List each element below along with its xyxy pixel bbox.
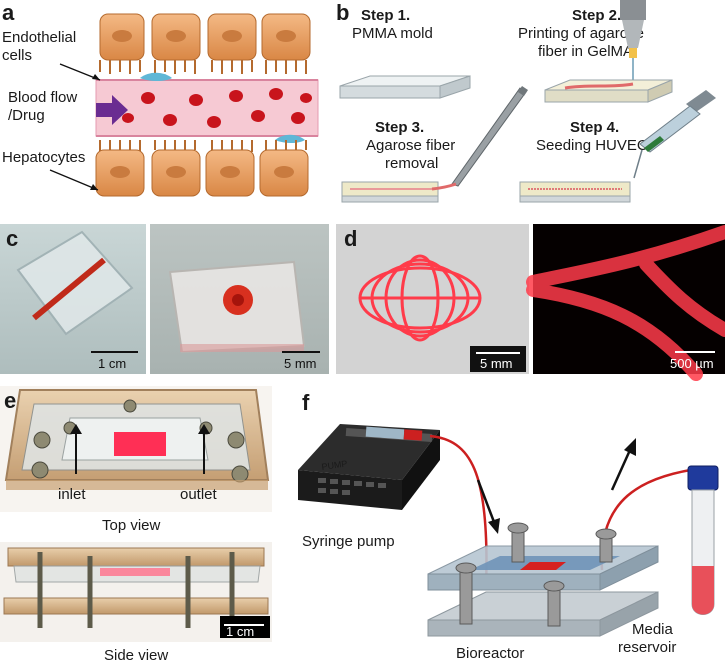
syringe-pump-label: Syringe pump: [302, 533, 395, 550]
step1-desc: PMMA mold: [352, 25, 433, 42]
step2-title: Step 2.: [572, 7, 621, 24]
device-chamber: [114, 432, 166, 456]
top-cell-layer: [99, 13, 311, 74]
red-blood-cells: [122, 88, 312, 128]
panel-d-label: d: [344, 226, 357, 251]
endothelial-line-2: cells: [2, 47, 32, 64]
tweezers-icon: [451, 86, 528, 187]
gelma-mold: [544, 79, 673, 103]
scale-c-left: 1 cm: [98, 356, 126, 371]
step2-desc: Printing of agarose fiber in GelMA: [518, 25, 648, 60]
endothelial-cell-marker: [140, 72, 172, 81]
printed-fiber-pattern: [358, 254, 482, 342]
panel-d: 5 mm 500 µm d: [336, 224, 725, 381]
media-reservoir-line-2: reservoir: [618, 639, 676, 656]
blood-flow-line-1: Blood flow: [8, 89, 77, 106]
scale-d-left: 5 mm: [480, 356, 513, 371]
media-reservoir-line-1: Media: [632, 621, 674, 638]
panel-f-label: f: [302, 390, 310, 415]
step4-mold: [519, 181, 631, 203]
panel-e: inlet outlet Top view 1 cm Side view e: [0, 386, 272, 663]
step2-line-2: fiber in GelMA: [538, 43, 633, 60]
step3-line-1: Agarose fiber: [366, 137, 455, 154]
flow-arrow-up: [610, 449, 632, 491]
syringe-pump-icon: [298, 424, 440, 510]
endothelial-line-1: Endothelial: [2, 29, 76, 46]
blood-flow-label: Blood flow /Drug: [8, 89, 81, 124]
step4-title: Step 4.: [570, 119, 619, 136]
hepatocytes-label: Hepatocytes: [2, 149, 85, 166]
panel-c-label: c: [6, 226, 18, 251]
panel-f: f PUMP Syringe pump: [298, 390, 719, 662]
panel-b-label: b: [336, 0, 349, 25]
blood-flow-line-2: /Drug: [8, 107, 45, 124]
step3-line-2: removal: [385, 155, 438, 172]
panel-e-label: e: [4, 388, 16, 413]
media-reservoir-tube: [687, 465, 719, 615]
channel-line: [32, 257, 106, 321]
side-view-label: Side view: [104, 647, 168, 663]
bioreactor-label: Bioreactor: [456, 645, 524, 662]
blood-flow-arrow: [96, 95, 128, 125]
panel-c: 1 cm 5 mm c: [0, 224, 329, 374]
hepatocytes-pointer: [49, 169, 99, 191]
step4-desc: Seeding HUVEC: [536, 137, 648, 154]
panel-a: a: [2, 0, 319, 197]
bioreactor-device: [427, 522, 659, 637]
scale-d-right: 500 µm: [670, 356, 714, 371]
syringe-icon: [633, 90, 716, 179]
flow-arrow-down: [476, 479, 496, 523]
fluorescent-vessels: [526, 225, 725, 381]
step3-desc: Agarose fiber removal: [366, 137, 459, 172]
panel-a-label: a: [2, 0, 15, 25]
printer-nozzle: [620, 0, 646, 84]
media-reservoir-label: Media reservoir: [618, 621, 677, 656]
endothelial-label: Endothelial cells: [2, 29, 80, 64]
top-view-label: Top view: [102, 517, 161, 534]
blood-vessel: [95, 79, 319, 137]
panel-b: b Step 1. PMMA mold Step 2. Printing of …: [336, 0, 716, 203]
pump-brand: PUMP: [321, 458, 348, 472]
bottom-cell-layer: [95, 140, 309, 197]
pmma-mold: [339, 75, 471, 99]
step1-title: Step 1.: [361, 7, 410, 24]
step2-line-1: Printing of agarose: [518, 25, 644, 42]
scale-e: 1 cm: [226, 624, 254, 639]
scale-c-right: 5 mm: [284, 356, 317, 371]
step3-title: Step 3.: [375, 119, 424, 136]
outlet-label: outlet: [180, 486, 218, 503]
side-screws: [37, 552, 235, 628]
step3-mold: [341, 181, 457, 203]
inlet-label: inlet: [58, 486, 86, 503]
